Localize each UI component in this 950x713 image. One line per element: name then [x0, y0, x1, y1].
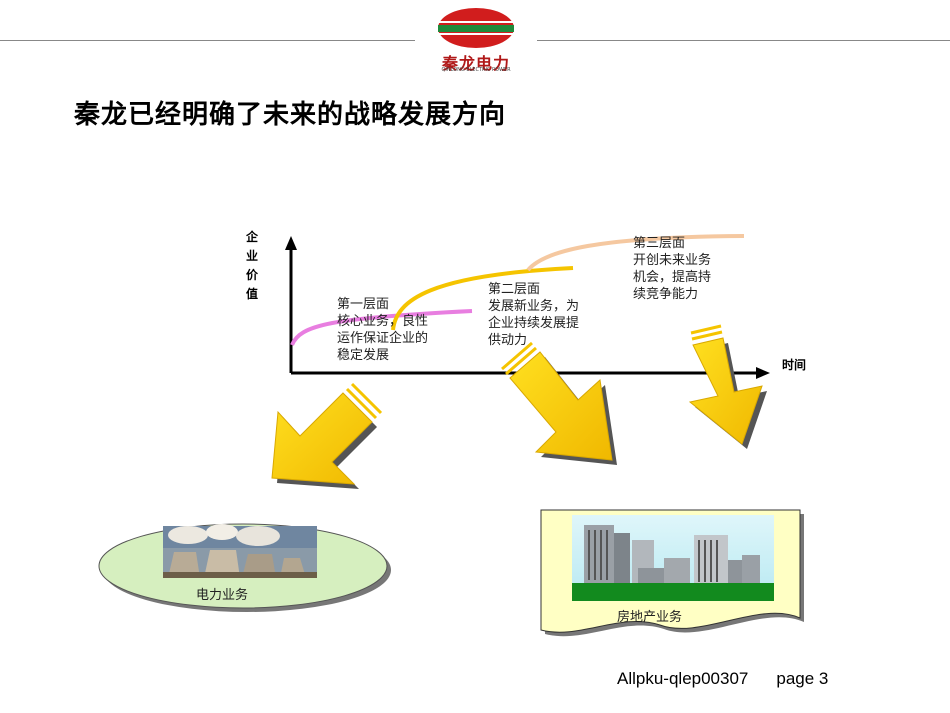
logo-subtitle: QINLONG ELECTRIC POWER: [441, 67, 511, 73]
page-number: page 3: [776, 669, 829, 688]
layer1-text: 第一层面 核心业务，良性 运作保证企业的 稳定发展: [337, 297, 429, 363]
power-business-card: [98, 523, 391, 612]
layer3-curve: [526, 234, 745, 272]
footer: Allpku-qlep00307 page 3: [617, 669, 828, 689]
layer1-curve: [290, 309, 473, 346]
x-axis-label: 时间: [782, 358, 807, 372]
logo-emblem-icon: [438, 8, 514, 48]
arrow-future-business: [688, 324, 767, 449]
layer2-text: 第二层面 发展新业务，为 企业持续发展提 供动力: [488, 282, 580, 348]
company-logo: 秦龙电力 QINLONG ELECTRIC POWER: [415, 3, 537, 73]
layer2-curve: [391, 266, 574, 331]
realestate-business-caption: 房地产业务: [617, 610, 683, 625]
document-code: Allpku-qlep00307: [617, 669, 749, 688]
power-business-caption: 电力业务: [196, 588, 249, 603]
arrow-to-realestate-business: [501, 341, 617, 465]
city-buildings-image: [572, 515, 774, 601]
arrow-to-power-business: [271, 382, 383, 489]
logo-name: 秦龙电力: [441, 54, 510, 73]
power-plant-image: [163, 524, 317, 578]
realestate-business-card: [540, 509, 804, 637]
layer3-text: 第三层面 开创未来业务 机会，提高持 续竞争能力: [633, 236, 712, 302]
page-title: 秦龙已经明确了未来的战略发展方向: [74, 100, 507, 130]
y-axis-label: 企业价值: [245, 230, 258, 301]
